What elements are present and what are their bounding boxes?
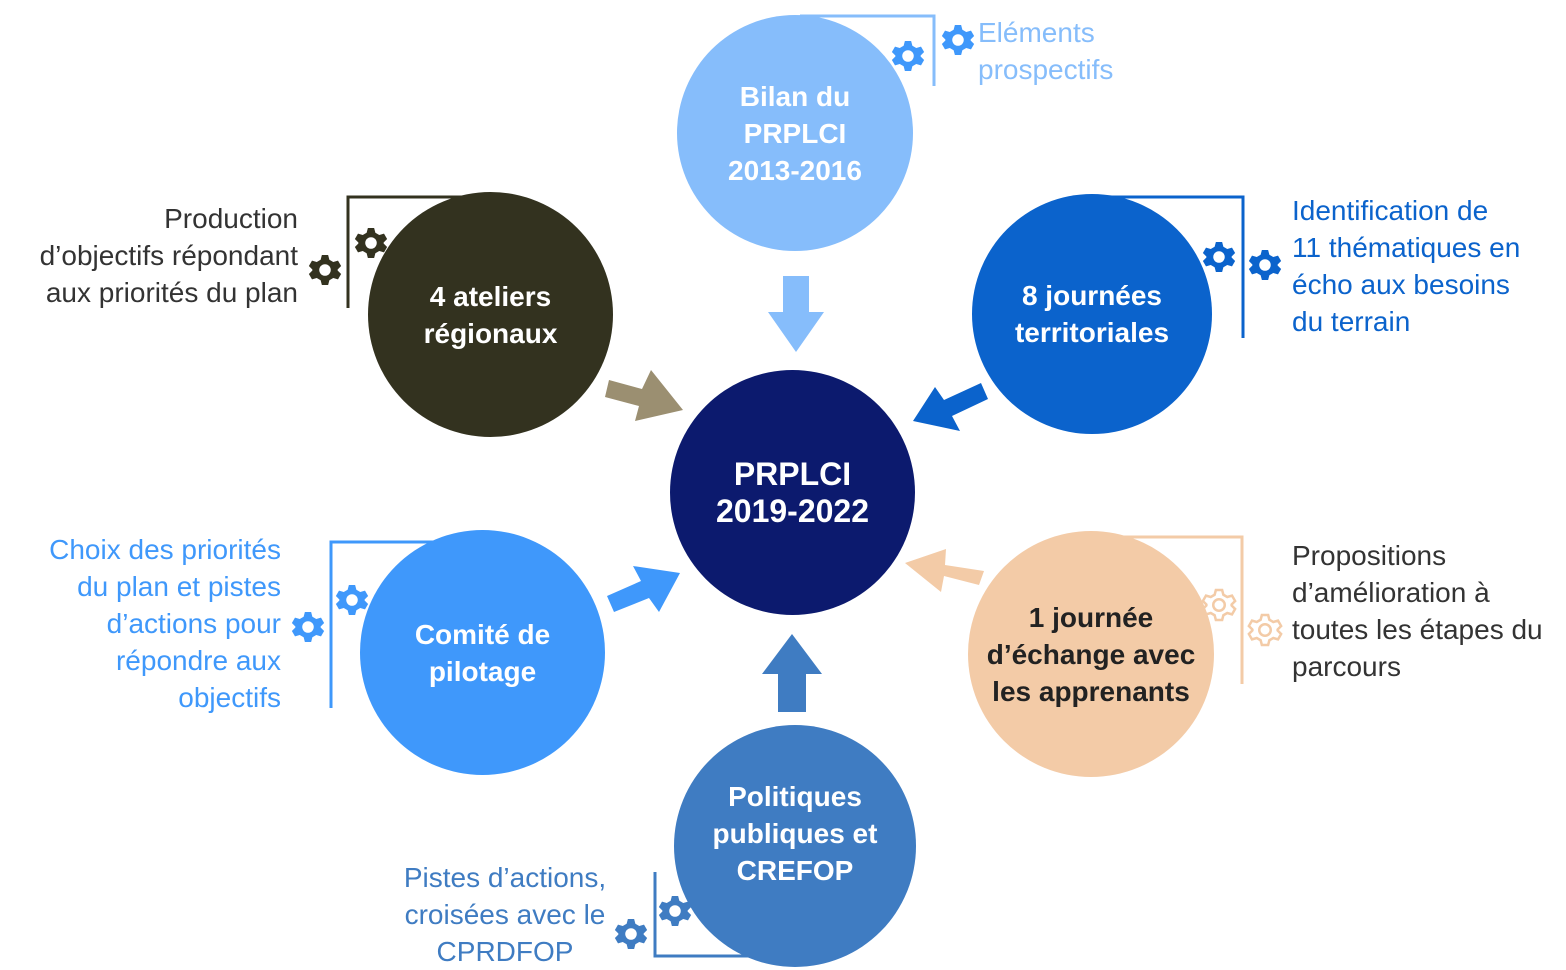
politiques-circle: Politiques publiques et CREFOP [674, 725, 916, 967]
center-circle: PRPLCI 2019-2022 [670, 370, 915, 615]
ateliers-label: 4 ateliers régionaux [423, 280, 558, 349]
politiques-bracket [653, 872, 780, 958]
politiques-note: Pistes d’actions, croisées avec le CPRDF… [403, 862, 607, 967]
bilan-bracket [800, 14, 936, 86]
politiques-label: Politiques publiques et CREFOP [712, 780, 878, 886]
arrow-from-bilan [768, 276, 824, 352]
echange-circle: 1 journée d’échange avec les apprenants [968, 531, 1214, 777]
journees-bracket [1110, 195, 1245, 338]
arrow-from-comite [607, 566, 680, 612]
bilan-note: Eléments prospectifs [978, 17, 1114, 85]
comite-circle: Comité de pilotage [360, 530, 605, 775]
center-label: PRPLCI 2019-2022 [715, 455, 870, 529]
journees-label: 8 journées territoriales [1014, 280, 1170, 348]
arrow-from-echange [905, 549, 984, 592]
journees-circle: 8 journées territoriales [972, 194, 1212, 434]
bilan-label: Bilan du PRPLCI 2013-2016 [728, 80, 862, 186]
ateliers-bracket [346, 195, 470, 308]
ateliers-note: Production d’objectifs répondant aux pri… [39, 203, 298, 308]
ateliers-circle: 4 ateliers régionaux [368, 192, 613, 437]
journees-note: Identification de 11 thématiques en écho… [1292, 195, 1521, 337]
comite-note: Choix des priorités du plan et pistes d’… [49, 534, 281, 713]
bilan-circle: Bilan du PRPLCI 2013-2016 [677, 15, 913, 251]
arrow-from-journees [913, 383, 988, 431]
echange-bracket [1110, 535, 1244, 684]
echange-note: Propositions d’amélioration à toutes les… [1292, 540, 1543, 682]
echange-label: 1 journée d’échange avec les apprenants [986, 601, 1196, 707]
arrow-from-politiques [762, 634, 822, 712]
comite-bracket [329, 540, 460, 708]
comite-label: Comité de pilotage [414, 618, 551, 687]
arrow-from-ateliers [605, 370, 683, 421]
